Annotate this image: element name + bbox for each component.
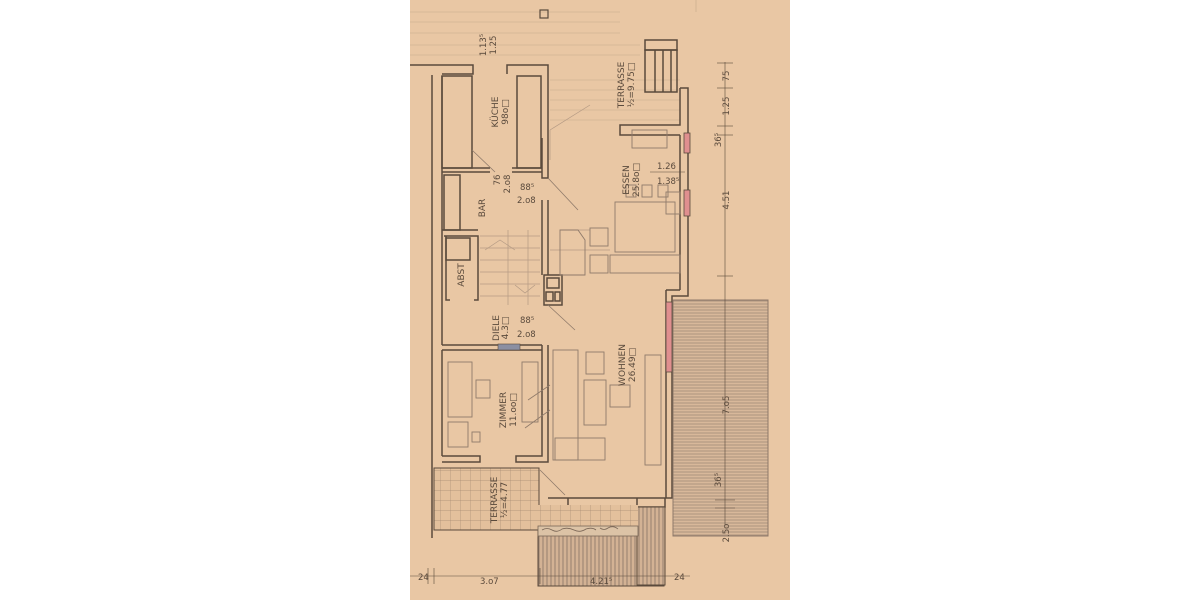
room-label-diele: DIELE [492, 315, 502, 341]
window-markers [665, 132, 691, 373]
room-label-wohnen: WOHNEN [618, 344, 628, 386]
dim-door-kueche-w: 76 [493, 175, 503, 186]
terrace-bottom-left [433, 467, 540, 531]
room-area-terrasse-bottom: ½=4.77 [500, 482, 510, 518]
room-area-wohnen: 26.49□ [628, 348, 638, 382]
room-label-bar: BAR [478, 199, 488, 218]
room-area-terrasse-top: ½=9.75□ [627, 63, 637, 108]
dim-right-705: 7.o5 [722, 396, 732, 415]
dim-bottom-307: 3.o7 [480, 577, 499, 587]
floor-plan-sheet: KÜCHE 98o□ BAR ABST DIELE 4.3□ ZIMMER 11… [410, 0, 790, 600]
dim-door-kueche-h: 2.o8 [503, 175, 513, 194]
dim-right-75: 75 [722, 71, 732, 82]
dim-right-125: 1.25 [722, 97, 732, 116]
dim-door-diele-h: 2.o8 [517, 330, 536, 340]
dim-right-250: 2.5o [722, 524, 732, 543]
dim-right-365b: 36⁵ [714, 473, 724, 487]
dim-bottom-4215: 4.21⁵ [590, 577, 612, 587]
room-area-kueche: 98o□ [501, 99, 511, 124]
furniture [447, 129, 681, 466]
room-label-terrasse-top: TERRASSE [617, 61, 627, 109]
dim-door-bar-w: 88⁵ [520, 183, 534, 193]
dim-right-365a: 36⁵ [714, 133, 724, 147]
room-label-zimmer: ZIMMER [499, 392, 509, 428]
room-area-diele: 4.3□ [501, 317, 511, 340]
room-label-essen: ESSEN [622, 165, 632, 195]
dim-right-451: 4.51 [722, 191, 732, 210]
room-label-abst: ABST [457, 263, 467, 287]
door-marker [497, 343, 521, 351]
dim-window-essen-w: 1.26 [657, 162, 676, 172]
floor-plan-drawing: KÜCHE 98o□ BAR ABST DIELE 4.3□ ZIMMER 11… [410, 0, 790, 600]
room-area-essen: 25.8o□ [632, 163, 642, 197]
dim-window-essen-h: 1.38⁵ [657, 177, 679, 187]
dim-top-left-a: 1.13⁵ [479, 34, 489, 56]
room-label-kueche: KÜCHE [490, 96, 501, 127]
room-label-terrasse-bottom: TERRASSE [490, 476, 500, 524]
dim-bottom-24b: 24 [674, 573, 685, 583]
dim-door-diele-w: 88⁵ [520, 316, 534, 326]
dim-top-left-b: 1.25 [489, 36, 499, 55]
dim-door-bar-h: 2.o8 [517, 196, 536, 206]
room-area-zimmer: 11.oo□ [509, 393, 519, 427]
terrace-right [672, 299, 769, 537]
dim-bottom-24a: 24 [418, 573, 429, 583]
